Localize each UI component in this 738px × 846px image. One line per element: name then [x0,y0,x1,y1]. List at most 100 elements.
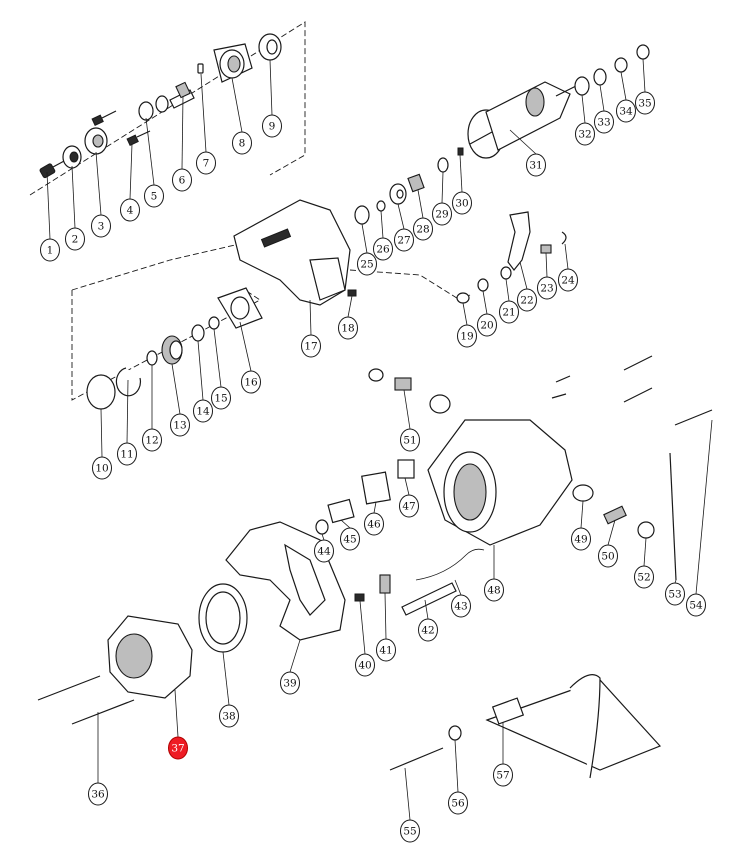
callout-6: 6 [172,168,192,192]
part-10-retaining-ring [86,374,116,410]
leader-line-56 [454,739,459,793]
motor-assembly [37,355,713,725]
leader-line-53 [674,579,677,584]
callout-bubble-55 [400,819,420,843]
callout-bubble-28 [413,217,433,241]
part-57-base-plate [485,674,662,779]
callout-17: 17 [301,334,321,358]
callout-number-48: 48 [487,585,500,597]
base-assembly [389,674,662,779]
callout-bubble-57 [493,763,513,787]
leader-line-7 [200,73,207,153]
callout-bubble-50 [598,544,618,568]
callout-number-37: 37 [171,743,184,755]
leader-line-37 [174,689,179,738]
leader-line-54 [695,419,713,595]
leader-line-16 [239,321,252,372]
callout-29: 29 [432,202,452,226]
part-48-motor-housing [427,419,573,546]
callout-bubble-12 [142,428,162,452]
part-53-bolt [669,452,677,581]
callout-35: 35 [635,91,655,115]
callout-1: 1 [40,238,60,262]
callout-number-16: 16 [244,377,258,389]
part-23-spring [540,244,552,254]
part-8-flange [213,43,253,83]
leader-line-13 [171,363,181,415]
part-22-lever [507,211,531,271]
callout-number-40: 40 [358,660,371,672]
callout-18: 18 [338,316,358,340]
callout-47: 47 [399,494,419,518]
callout-number-28: 28 [416,224,429,236]
callout-bubble-38 [219,704,239,728]
callout-number-25: 25 [360,259,373,271]
callout-number-1: 1 [47,245,54,257]
callout-42: 42 [418,618,438,642]
callout-number-4: 4 [127,205,134,217]
callout-bubble-49 [571,527,591,551]
callout-number-17: 17 [304,341,317,353]
part-50-brush [603,505,627,525]
part-33-washer [593,68,607,86]
assembly-boundaries [29,21,471,401]
leader-line-41 [384,592,387,640]
leader-line-45 [340,519,351,529]
callout-bubble-32 [575,122,595,146]
leader-line-9 [269,59,273,116]
leader-line-51 [403,389,411,430]
callout-number-22: 22 [520,295,533,307]
leader-line-5 [145,117,155,186]
part-55-bolt [389,747,444,771]
callout-22: 22 [517,288,537,312]
callout-39: 39 [280,671,300,695]
callout-27: 27 [394,228,414,252]
callout-bubble-48 [484,578,504,602]
part-44-nut [315,519,329,535]
callout-number-24: 24 [561,275,575,287]
callout-number-55: 55 [403,826,416,838]
callout-24: 24 [558,268,578,292]
callout-bubble-10 [92,456,112,480]
callout-34: 34 [616,99,636,123]
leader-line-52 [643,537,647,567]
callout-bubble-1 [40,238,60,262]
callout-49: 49 [571,527,591,551]
callout-number-51: 51 [403,435,416,447]
leader-line-25 [361,223,368,254]
leader-lines [46,58,713,821]
callout-number-52: 52 [637,572,650,584]
callout-number-26: 26 [376,244,390,256]
callout-bubble-34 [616,99,636,123]
callout-bubble-43 [451,594,471,618]
leader-line-6 [181,95,184,170]
part-47-plate [397,459,415,479]
callout-bubble-41 [376,638,396,662]
callout-3: 3 [91,214,111,238]
leader-line-22 [519,261,528,290]
callout-number-23: 23 [540,283,553,295]
callout-bubble-13 [170,413,190,437]
part-3-screw [91,110,117,126]
callout-number-6: 6 [179,175,186,187]
part-34-washer [614,57,628,73]
leader-line-11 [126,379,129,444]
callout-number-41: 41 [379,645,392,657]
housing-bolts [551,355,653,403]
callout-bubble-7 [196,151,216,175]
callout-number-36: 36 [91,789,105,801]
part-18-screw [347,289,357,297]
callout-bubble-39 [280,671,300,695]
leader-line-1 [46,171,51,240]
callout-19: 19 [457,324,477,348]
callout-11: 11 [117,442,137,466]
callout-12: 12 [142,428,162,452]
callout-bubble-44 [314,539,334,563]
callout-26: 26 [373,237,393,261]
part-9-bearing [258,33,282,61]
leader-line-14 [197,340,204,401]
callout-bubble-42 [418,618,438,642]
callout-bubble-53 [665,582,685,606]
leader-line-26 [380,210,384,239]
